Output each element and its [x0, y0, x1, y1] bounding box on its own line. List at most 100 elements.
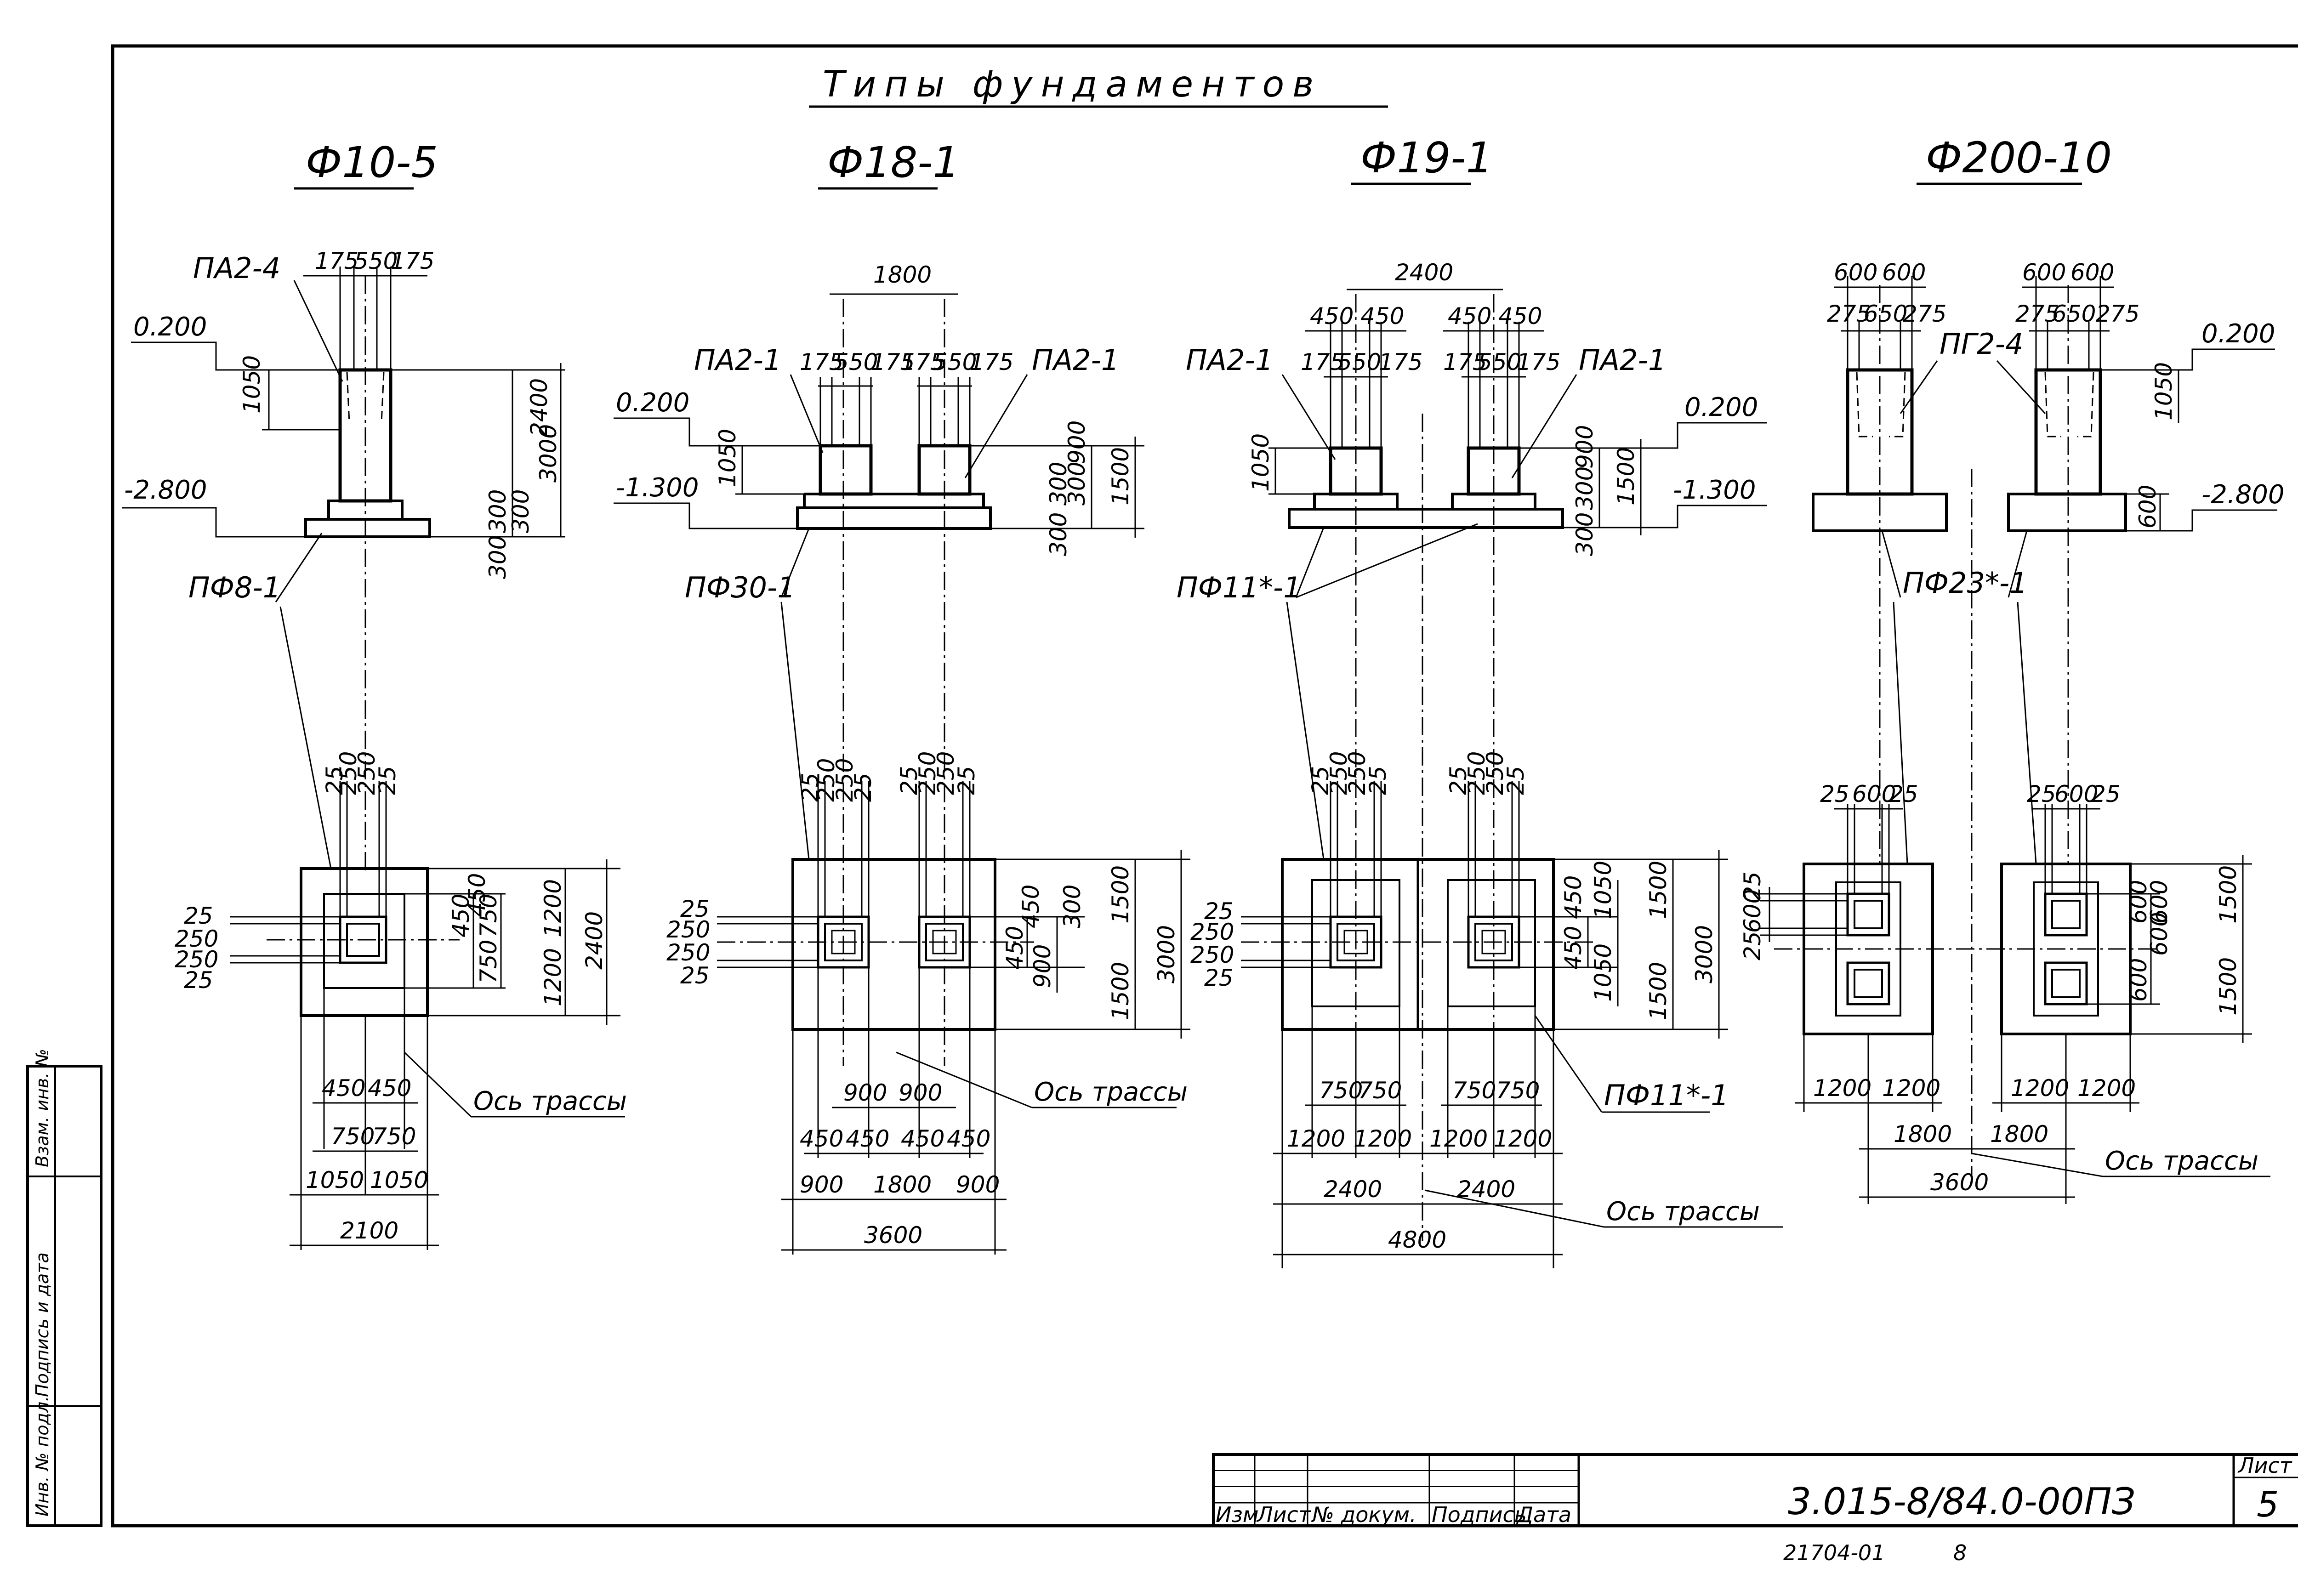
svg-text:300: 300 [484, 489, 511, 533]
svg-text:1050: 1050 [1247, 433, 1274, 492]
svg-text:450: 450 [1560, 926, 1587, 970]
svg-text:25: 25 [184, 967, 213, 994]
svg-text:900: 900 [800, 1171, 843, 1198]
svg-text:450: 450 [1448, 303, 1491, 329]
svg-text:600: 600 [2070, 259, 2114, 286]
f10-column-label: ПА2-4 [193, 251, 280, 285]
svg-text:550: 550 [834, 349, 878, 375]
stamp-head-list: Лист [1256, 1502, 1311, 1527]
svg-text:250: 250 [933, 751, 959, 795]
svg-text:550: 550 [354, 248, 398, 274]
svg-text:25: 25 [1820, 781, 1849, 807]
f18-column-label-l: ПА2-1 [694, 343, 781, 377]
svg-text:450: 450 [464, 873, 490, 917]
svg-text:600: 600 [1882, 259, 1926, 286]
svg-text:600: 600 [2054, 781, 2098, 807]
svg-text:900: 900 [1571, 425, 1598, 469]
svg-text:25: 25 [1445, 766, 1472, 795]
f19-column-label-l: ПА2-1 [1186, 343, 1273, 377]
svg-text:750: 750 [475, 894, 502, 937]
svg-text:25: 25 [797, 772, 824, 802]
svg-text:1800: 1800 [1990, 1121, 2048, 1147]
svg-text:550: 550 [1478, 349, 1521, 375]
svg-text:1800: 1800 [873, 1171, 932, 1198]
f19-plan: 25 250 250 25 25 250 250 25 25 250 250 2… [1190, 751, 1783, 1268]
title-block: Изм Лист № докум. Подпись Дата Лист 5 3.… [1212, 1453, 2298, 1565]
svg-text:450: 450 [846, 1125, 889, 1152]
svg-text:450: 450 [368, 1075, 411, 1102]
f200-axis-label: Ось трассы [2105, 1146, 2258, 1176]
svg-text:25: 25 [1307, 766, 1334, 795]
svg-text:250: 250 [353, 751, 380, 795]
sheet-frame [111, 44, 2298, 1528]
svg-text:750: 750 [1319, 1077, 1363, 1104]
svg-text:2100: 2100 [340, 1217, 398, 1244]
svg-text:1200: 1200 [2011, 1075, 2069, 1102]
svg-text:1050: 1050 [306, 1167, 364, 1193]
svg-text:250: 250 [175, 946, 218, 973]
f10-elev-top: 0.200 [133, 312, 207, 342]
stamp-head-izm: Изм [1216, 1502, 1259, 1527]
f19-elev-top: 0.200 [1684, 392, 1758, 422]
svg-text:25: 25 [1889, 781, 1918, 807]
svg-text:1200: 1200 [1354, 1125, 1412, 1152]
svg-text:25: 25 [1739, 871, 1766, 901]
svg-text:250: 250 [914, 751, 941, 795]
svg-text:250: 250 [1190, 942, 1234, 968]
svg-text:750: 750 [475, 940, 502, 983]
svg-text:25: 25 [2091, 781, 2121, 807]
svg-text:25: 25 [1204, 965, 1234, 991]
f19-section: 2400 450 450 450 450 175 550 175 175 550… [1177, 259, 1767, 1241]
svg-text:1500: 1500 [1107, 447, 1134, 505]
svg-text:175: 175 [1517, 349, 1560, 375]
f200-slab-label: ПФ23*-1 [1903, 566, 2028, 600]
stamp-under-number-2: 8 [1953, 1540, 1967, 1565]
svg-text:25: 25 [184, 903, 213, 929]
svg-text:750: 750 [331, 1123, 375, 1150]
f10-plan: 25 250 250 25 25 250 250 25 450 450 750 … [175, 751, 627, 1250]
svg-text:Ф10-5: Ф10-5 [306, 138, 438, 187]
svg-text:300: 300 [1045, 512, 1072, 556]
svg-text:300: 300 [484, 535, 511, 579]
drawing-title: Типы фундаментов [823, 64, 1322, 105]
svg-text:1500: 1500 [1107, 962, 1134, 1020]
svg-text:250: 250 [813, 758, 840, 802]
type-title-f200: Ф200-10 [1917, 133, 2112, 185]
svg-text:275: 275 [2015, 301, 2059, 327]
svg-text:600: 600 [2134, 485, 2161, 528]
svg-text:250: 250 [666, 939, 710, 966]
f19-axis-label: Ось трассы [1606, 1197, 1760, 1227]
svg-text:600: 600 [2146, 880, 2173, 924]
svg-text:450: 450 [947, 1125, 990, 1152]
svg-text:175: 175 [1379, 349, 1422, 375]
f10-elev-bottom: -2.800 [124, 475, 207, 505]
svg-text:1050: 1050 [239, 355, 265, 414]
svg-text:450: 450 [1001, 926, 1028, 970]
f200-elev-top: 0.200 [2201, 319, 2275, 349]
svg-text:1200: 1200 [1494, 1125, 1552, 1152]
svg-text:Ф19-1: Ф19-1 [1360, 133, 1493, 182]
f10-slab-label: ПФ8-1 [188, 571, 281, 604]
svg-text:275: 275 [1903, 301, 1946, 327]
f19-slab-label: ПФ11*-1 [1177, 571, 1302, 604]
svg-text:600: 600 [1834, 259, 1877, 286]
svg-text:900: 900 [899, 1079, 942, 1106]
svg-text:600: 600 [2125, 880, 2152, 924]
svg-text:300: 300 [1571, 466, 1598, 510]
stamp-document-code: 3.015-8/84.0-00ПЗ [1788, 1480, 2135, 1523]
svg-text:300: 300 [1571, 512, 1598, 556]
stamp-sheet-number: 5 [2257, 1484, 2279, 1525]
svg-text:2400: 2400 [1324, 1176, 1382, 1203]
svg-text:25: 25 [1739, 931, 1766, 960]
svg-text:2400: 2400 [581, 911, 608, 970]
svg-text:600: 600 [2022, 259, 2066, 286]
svg-text:900: 900 [1029, 944, 1056, 988]
svg-text:25: 25 [1365, 766, 1391, 795]
svg-text:3600: 3600 [864, 1222, 922, 1249]
svg-text:1200: 1200 [1813, 1075, 1871, 1102]
svg-text:1050: 1050 [1590, 943, 1616, 1002]
svg-text:300: 300 [1059, 885, 1086, 928]
svg-text:750: 750 [372, 1123, 416, 1150]
svg-text:25: 25 [321, 766, 348, 795]
